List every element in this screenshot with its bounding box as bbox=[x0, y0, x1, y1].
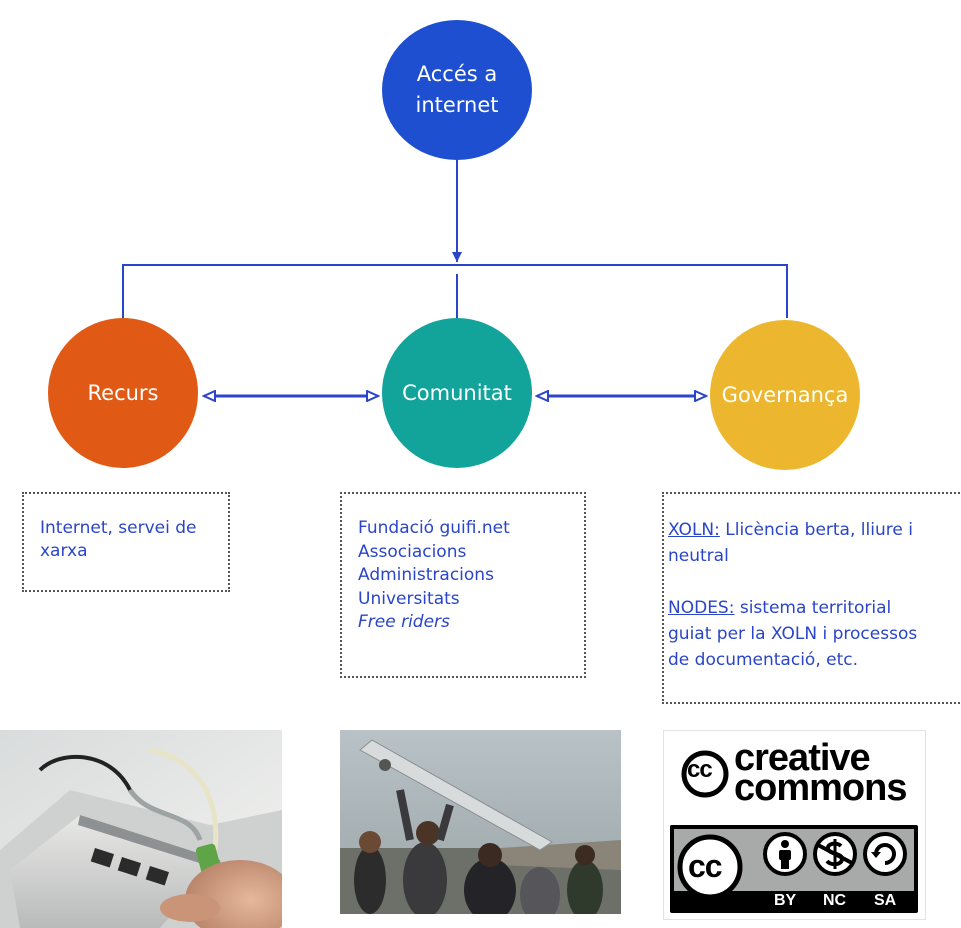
creative-commons-logo: cc creative commons cc bbox=[663, 730, 926, 920]
badge-label-nc: NC bbox=[823, 892, 847, 909]
license-badge: cc BY NC SA bbox=[670, 825, 918, 913]
governanca-label: Governança bbox=[721, 382, 849, 407]
comunitat-item: Administracions bbox=[358, 565, 494, 585]
badge-cc-icon bbox=[676, 833, 744, 901]
recurs-label: Recurs bbox=[87, 380, 159, 405]
comunitat-item: Universitats bbox=[358, 588, 460, 609]
sa-share-icon bbox=[862, 831, 908, 881]
rooftop-photo bbox=[340, 730, 621, 914]
badge-label-by: BY bbox=[774, 892, 797, 909]
recurs-box bbox=[22, 492, 230, 592]
comunitat-item-italic: Free riders bbox=[358, 612, 450, 632]
router-photo bbox=[0, 730, 282, 928]
xoln-link[interactable]: XOLN: bbox=[668, 520, 720, 540]
nodes-link[interactable]: NODES: bbox=[668, 598, 735, 618]
badge-label-sa: SA bbox=[874, 892, 897, 909]
comunitat-item: Associacions bbox=[358, 541, 467, 562]
recurs-box-text: Internet, servei de xarxa bbox=[40, 517, 197, 563]
recurs-node: Recurs bbox=[48, 318, 198, 468]
comunitat-box-text: Fundació guifi.net Associacions Administ… bbox=[358, 517, 510, 635]
governanca-box-text: XOLN: Llicència berta, lliure i neutral … bbox=[668, 517, 917, 673]
nodes-text2: guiat per la XOLN i processos bbox=[668, 624, 918, 644]
access-label-line1: Accés a bbox=[416, 62, 498, 86]
xoln-text2: neutral bbox=[668, 546, 729, 566]
governanca-node: Governança bbox=[710, 320, 860, 470]
by-person-icon bbox=[762, 831, 808, 881]
xoln-text1: Llicència berta, lliure i bbox=[719, 520, 913, 540]
logo-word-creative: creative bbox=[734, 737, 871, 779]
governanca-box bbox=[662, 492, 960, 704]
branch-bracket bbox=[122, 264, 788, 318]
badge-cc-text: cc bbox=[688, 848, 723, 884]
comunitat-item: Fundació guifi.net bbox=[358, 518, 510, 538]
access-label-line2: internet bbox=[415, 93, 499, 117]
comunitat-node: Comunitat bbox=[382, 318, 532, 468]
comunitat-box bbox=[340, 492, 586, 678]
logo-word-commons: commons bbox=[734, 767, 907, 809]
comunitat-label: Comunitat bbox=[402, 380, 512, 405]
cc-small-text: cc bbox=[687, 756, 713, 783]
access-node: Accés a internet bbox=[382, 20, 532, 160]
nodes-text1: sistema territorial bbox=[734, 598, 892, 618]
nodes-text3: de documentació, etc. bbox=[668, 650, 858, 670]
cc-circle-icon bbox=[680, 749, 730, 799]
recurs-box-line2: xarxa bbox=[40, 541, 88, 561]
nc-dollar-icon bbox=[812, 831, 858, 881]
recurs-box-line1: Internet, servei de bbox=[40, 518, 197, 538]
